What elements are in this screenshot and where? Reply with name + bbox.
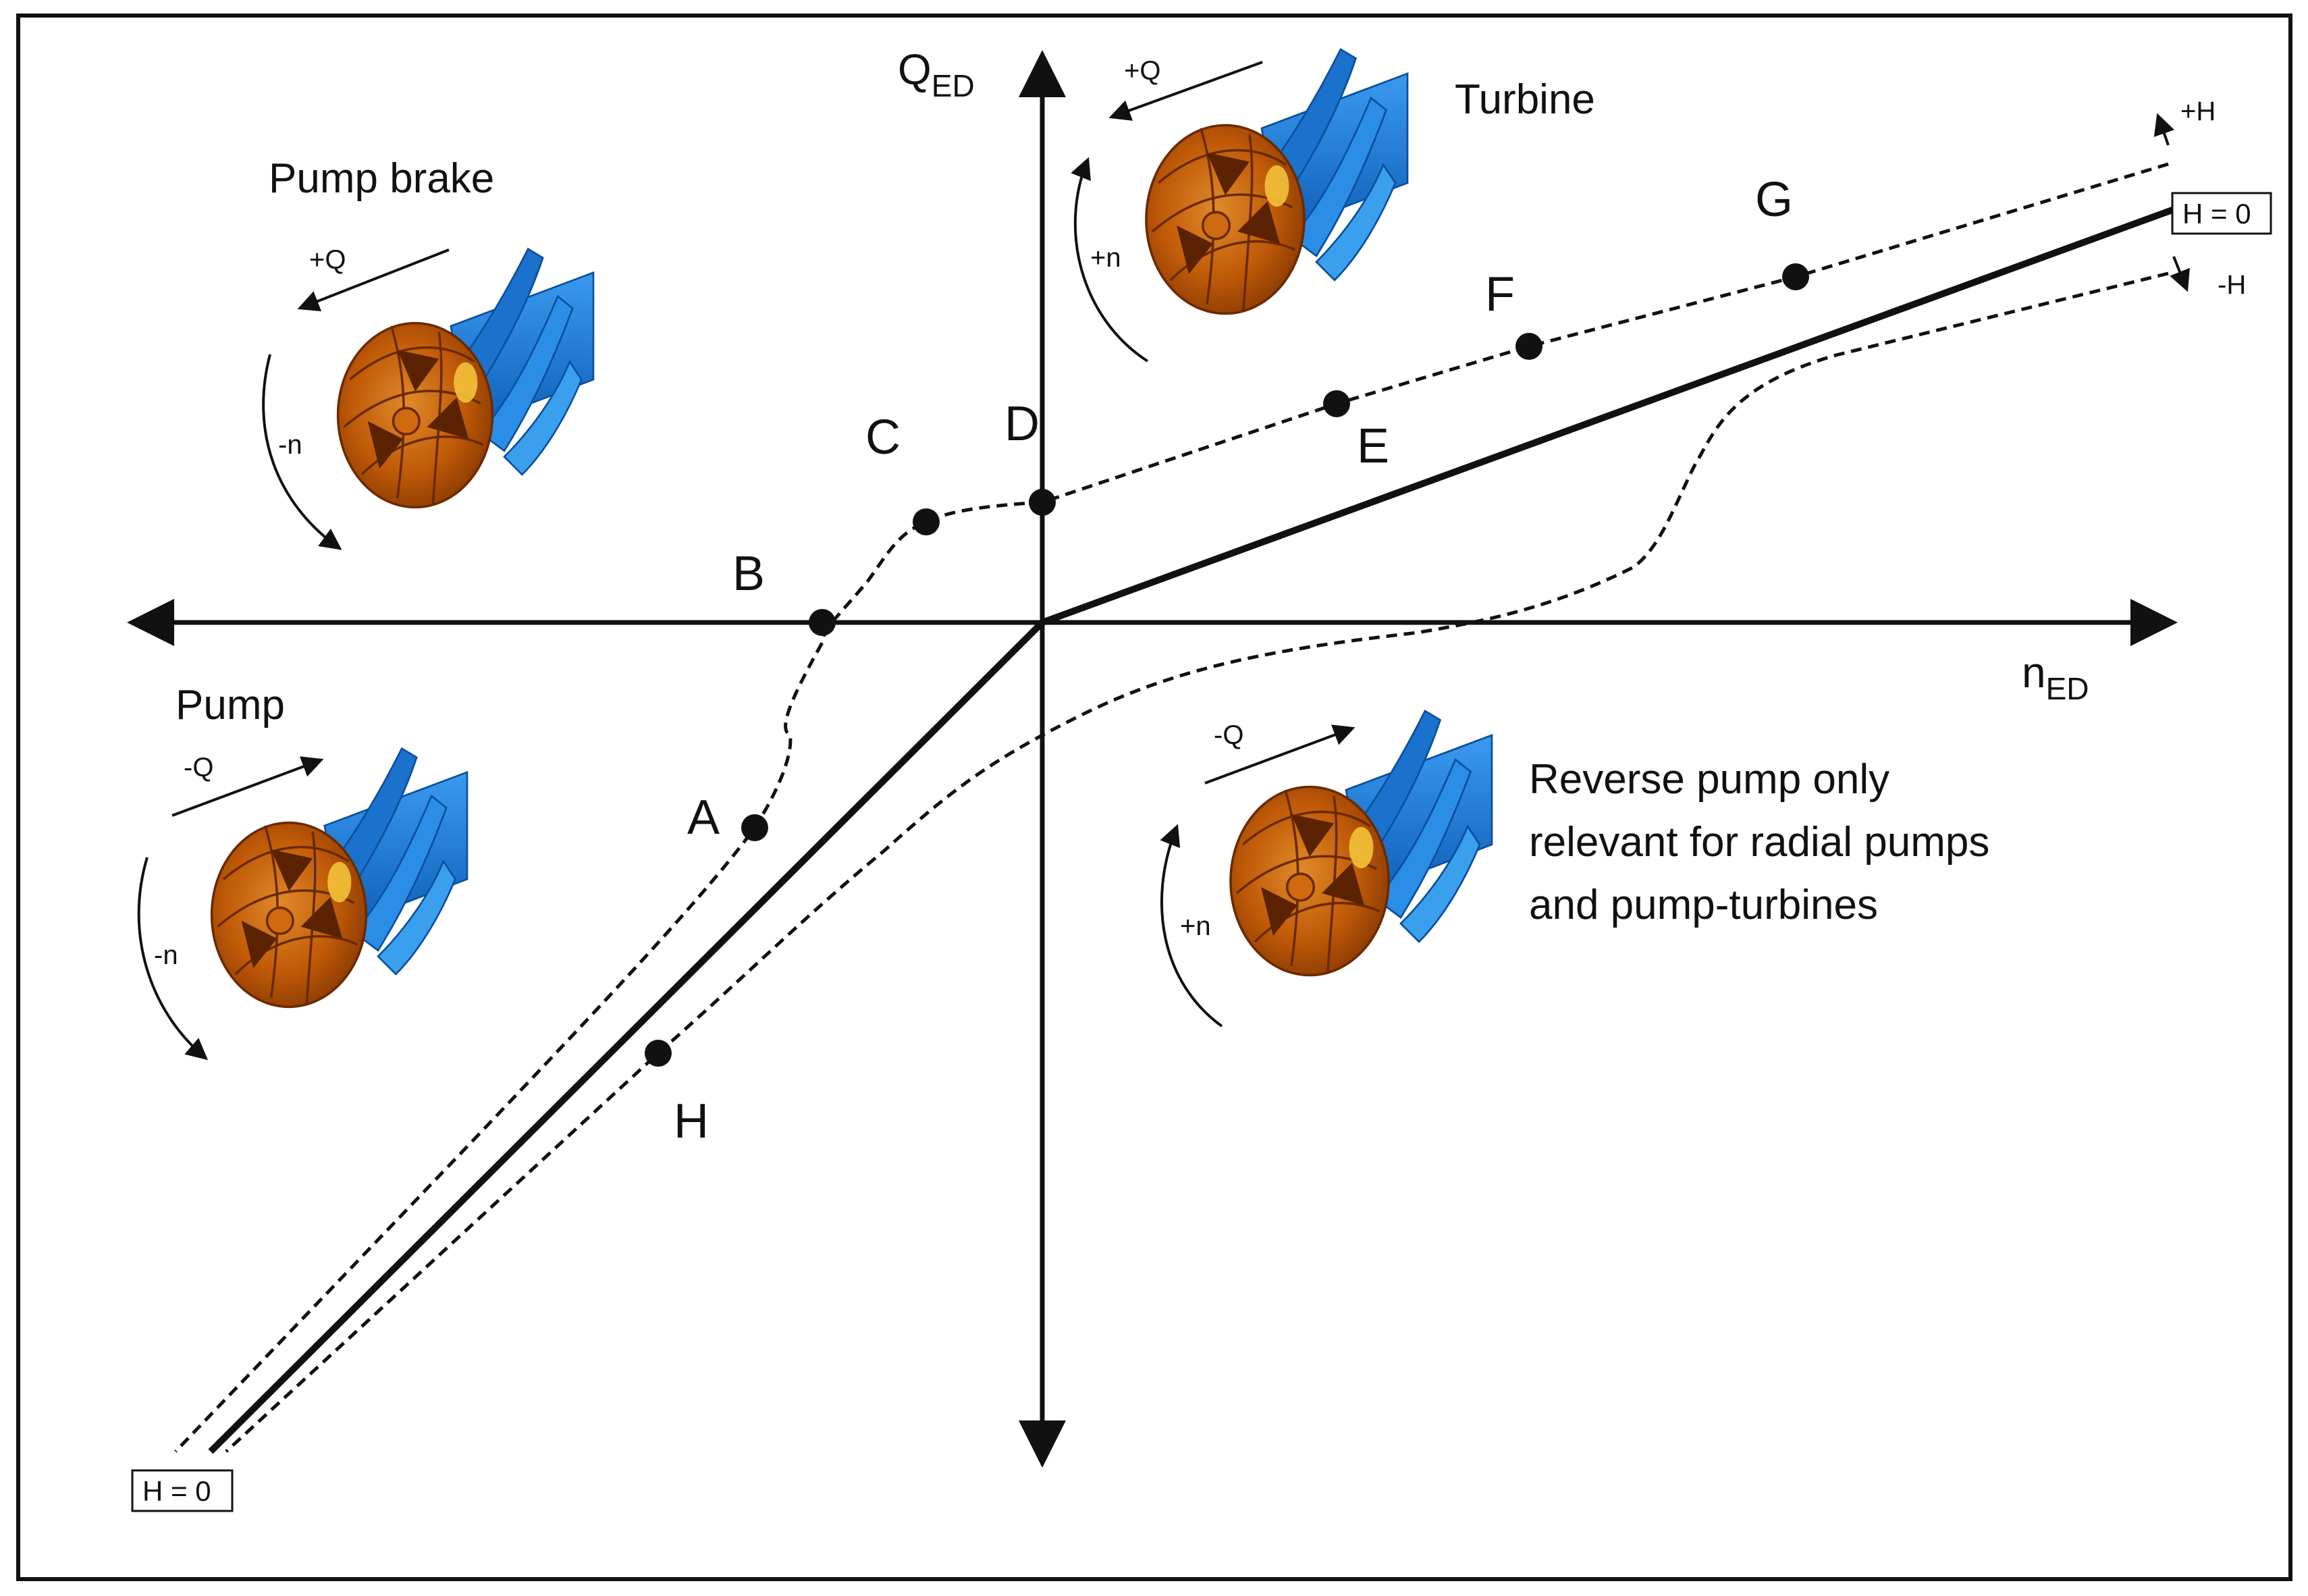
point-c <box>913 508 940 535</box>
y-axis-label: QED <box>898 45 975 103</box>
turbine-label: Turbine <box>1455 76 1595 123</box>
reverse-pump-rotation-arrow <box>1160 824 1223 1028</box>
point-e <box>1323 390 1350 417</box>
pump-brake-label: Pump brake <box>269 155 494 202</box>
label-b: B <box>732 547 765 601</box>
reverse-pump-line-2: relevant for radial pumps <box>1529 819 1989 866</box>
pump-flow-arrow <box>171 756 324 817</box>
label-h: H <box>674 1094 709 1148</box>
reverse-pump-flow-label: -Q <box>1214 720 1243 750</box>
point-h <box>645 1040 672 1067</box>
h-zero-label-bottom: H = 0 <box>142 1475 211 1507</box>
label-a: A <box>687 791 720 845</box>
diagram-frame <box>16 14 2292 1581</box>
label-g: G <box>1755 173 1793 227</box>
h-zero-line <box>208 207 2174 1454</box>
pump-flow-label: -Q <box>184 753 213 782</box>
point-a <box>741 814 768 841</box>
pump-brake-speed-label: -n <box>278 430 302 460</box>
point-d <box>1029 489 1056 516</box>
h-zero-label-top: H = 0 <box>2182 198 2251 230</box>
turbine-speed-label: +n <box>1090 243 1121 273</box>
turbine-rotation-arrow <box>1071 157 1149 363</box>
h-zero-box-top <box>2171 192 2272 235</box>
turbine-flow-label: +Q <box>1124 56 1160 86</box>
point-f <box>1515 333 1542 360</box>
reverse-pump-flow-arrow <box>1204 724 1356 784</box>
pump-brake-flow-arrow <box>297 248 450 312</box>
label-f: F <box>1485 267 1515 321</box>
label-d: D <box>1004 397 1040 451</box>
plus-h-label: +H <box>2180 97 2216 126</box>
minus-h-arrow <box>2170 256 2190 292</box>
plus-h-arrow <box>2153 113 2175 146</box>
reverse-pump-line-1: Reverse pump only <box>1529 756 1889 803</box>
minus-h-label: -H <box>2218 270 2246 300</box>
point-g <box>1782 263 1809 290</box>
pump-speed-label: -n <box>154 940 178 970</box>
pump-brake-rotation-arrow <box>262 354 342 550</box>
h-zero-box-bottom <box>131 1469 234 1512</box>
minus-h-curve <box>225 271 2169 1453</box>
pump-brake-flow-label: +Q <box>309 245 346 275</box>
reverse-pump-speed-label: +n <box>1180 911 1211 941</box>
pump-brake-runner-illustration <box>336 247 595 509</box>
point-b <box>809 609 836 636</box>
pump-label: Pump <box>176 682 285 728</box>
reverse-pump-line-3: and pump-turbines <box>1529 882 1878 928</box>
label-c: C <box>865 410 901 464</box>
reverse-pump-runner-illustration <box>1229 710 1493 977</box>
pump-rotation-arrow <box>137 857 209 1061</box>
x-axis-label: nED <box>2022 648 2089 706</box>
turbine-flow-arrow <box>1108 61 1263 121</box>
label-e: E <box>1357 419 1389 473</box>
